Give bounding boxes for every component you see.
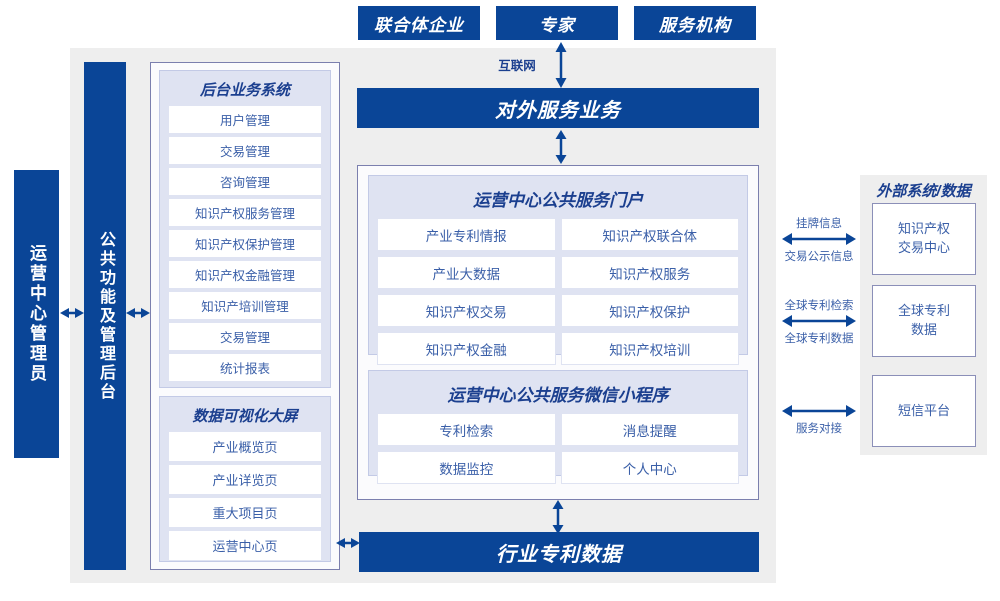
external-connector-label-above: 全球专利检索 (784, 300, 854, 312)
datavisual-to-patentdata-arrow (336, 538, 360, 548)
data-visual-item[interactable]: 产业概览页 (168, 431, 322, 462)
backend-system-item[interactable]: 用户管理 (168, 105, 322, 134)
operations-center-admin-column[interactable]: 运营中心管理员 (14, 170, 59, 458)
miniprogram-item[interactable]: 消息提醒 (560, 413, 739, 446)
miniprogram-item[interactable]: 专利检索 (377, 413, 556, 446)
external-service-business-bar[interactable]: 对外服务业务 (357, 88, 759, 128)
data-visual-item[interactable]: 运营中心页 (168, 530, 322, 561)
data-visual-group: 数据可视化大屏 产业概览页产业详览页重大项目页运营中心页 (159, 396, 331, 562)
external-system-box-line2: 交易中心 (897, 240, 950, 255)
miniprogram-item[interactable]: 数据监控 (377, 451, 556, 484)
portal-item[interactable]: 知识产权联合体 (560, 218, 739, 251)
portal-item[interactable]: 产业大数据 (377, 256, 556, 289)
top-actor-union-enterprise[interactable]: 联合体企业 (358, 6, 480, 40)
external-connector-label-below: 交易公示信息 (784, 251, 854, 263)
portal-item[interactable]: 知识产权培训 (560, 332, 739, 365)
external-systems-title: 外部系统/数据 (860, 180, 987, 201)
external-system-box-line1: 短信平台 (897, 402, 950, 418)
operations-center-admin-label: 运营中心管理员 (27, 244, 46, 384)
admin-to-backend-arrow (60, 308, 84, 318)
external-system-box-line1: 知识产权 (897, 221, 950, 237)
miniprogram-item-grid: 专利检索消息提醒数据监控个人中心 (377, 413, 739, 484)
top-actor-expert[interactable]: 专家 (496, 6, 618, 40)
external-connector-label-below: 全球专利数据 (784, 333, 854, 345)
backend-system-item[interactable]: 交易管理 (168, 136, 322, 165)
portal-title: 运营中心公共服务门户 (473, 191, 643, 210)
portal-group: 运营中心公共服务门户 产业专利情报知识产权联合体产业大数据知识产权服务知识产权交… (368, 175, 748, 365)
industry-patent-data-label: 行业专利数据 (496, 543, 622, 566)
top-actor-service-agency[interactable]: 服务机构 (634, 6, 756, 40)
backend-system-title: 后台业务系统 (199, 82, 290, 99)
miniprogram-title: 运营中心公共服务微信小程序 (447, 386, 669, 405)
service-to-portal-arrow (555, 130, 567, 164)
backend-system-item[interactable]: 咨询管理 (168, 167, 322, 196)
backend-system-item[interactable]: 统计报表 (168, 353, 322, 382)
portal-item[interactable]: 知识产权交易 (377, 294, 556, 327)
data-visual-item[interactable]: 重大项目页 (168, 497, 322, 528)
common-function-admin-backend-column[interactable]: 公共功能及管理后台 (84, 62, 126, 570)
backend-to-systems-arrow (126, 308, 150, 318)
common-function-admin-backend-label: 公共功能及管理后台 (97, 230, 114, 402)
external-system-box[interactable]: 知识产权交易中心 (872, 203, 976, 275)
portal-item-grid: 产业专利情报知识产权联合体产业大数据知识产权服务知识产权交易知识产权保护知识产权… (377, 218, 739, 365)
internet-connector-arrow (555, 42, 567, 88)
external-connector-arrow (782, 233, 856, 245)
portal-item[interactable]: 知识产权服务 (560, 256, 739, 289)
external-system-box[interactable]: 短信平台 (872, 375, 976, 447)
backend-system-item[interactable]: 知识产培训管理 (168, 291, 322, 320)
external-system-box[interactable]: 全球专利数据 (872, 285, 976, 357)
top-actor-label: 联合体企业 (374, 15, 464, 35)
data-visual-item[interactable]: 产业详览页 (168, 464, 322, 495)
backend-system-item-list: 用户管理交易管理咨询管理知识产权服务管理知识产权保护管理知识产权金融管理知识产培… (168, 105, 322, 382)
internet-label-text: 互联网 (498, 59, 536, 73)
external-system-box-line1: 全球专利 (897, 303, 950, 319)
portal-item[interactable]: 知识产权金融 (377, 332, 556, 365)
backend-system-item[interactable]: 知识产权保护管理 (168, 229, 322, 258)
industry-patent-data-bar[interactable]: 行业专利数据 (359, 532, 759, 572)
internet-label: 互联网 (489, 55, 545, 74)
backend-system-item[interactable]: 交易管理 (168, 322, 322, 351)
external-service-business-label: 对外服务业务 (495, 99, 621, 122)
external-systems-title-text: 外部系统/数据 (876, 183, 971, 200)
data-visual-item-list: 产业概览页产业详览页重大项目页运营中心页 (168, 431, 322, 561)
external-connector-label-above: 挂牌信息 (796, 218, 842, 230)
portal-item[interactable]: 产业专利情报 (377, 218, 556, 251)
miniprogram-group: 运营中心公共服务微信小程序 专利检索消息提醒数据监控个人中心 (368, 370, 748, 484)
external-connector-arrow (782, 405, 856, 417)
top-actor-label: 专家 (539, 15, 575, 35)
portal-item[interactable]: 知识产权保护 (560, 294, 739, 327)
backend-system-group: 后台业务系统 用户管理交易管理咨询管理知识产权服务管理知识产权保护管理知识产权金… (159, 70, 331, 388)
external-connector-arrow (782, 315, 856, 327)
backend-system-item[interactable]: 知识产权服务管理 (168, 198, 322, 227)
backend-system-item[interactable]: 知识产权金融管理 (168, 260, 322, 289)
external-system-box-line2: 数据 (910, 322, 937, 337)
data-visual-title: 数据可视化大屏 (192, 408, 298, 425)
top-actor-label: 服务机构 (659, 15, 731, 35)
external-connector-label-below: 服务对接 (796, 423, 842, 435)
miniprogram-item[interactable]: 个人中心 (560, 451, 739, 484)
service-to-patentdata-arrow (552, 500, 564, 534)
